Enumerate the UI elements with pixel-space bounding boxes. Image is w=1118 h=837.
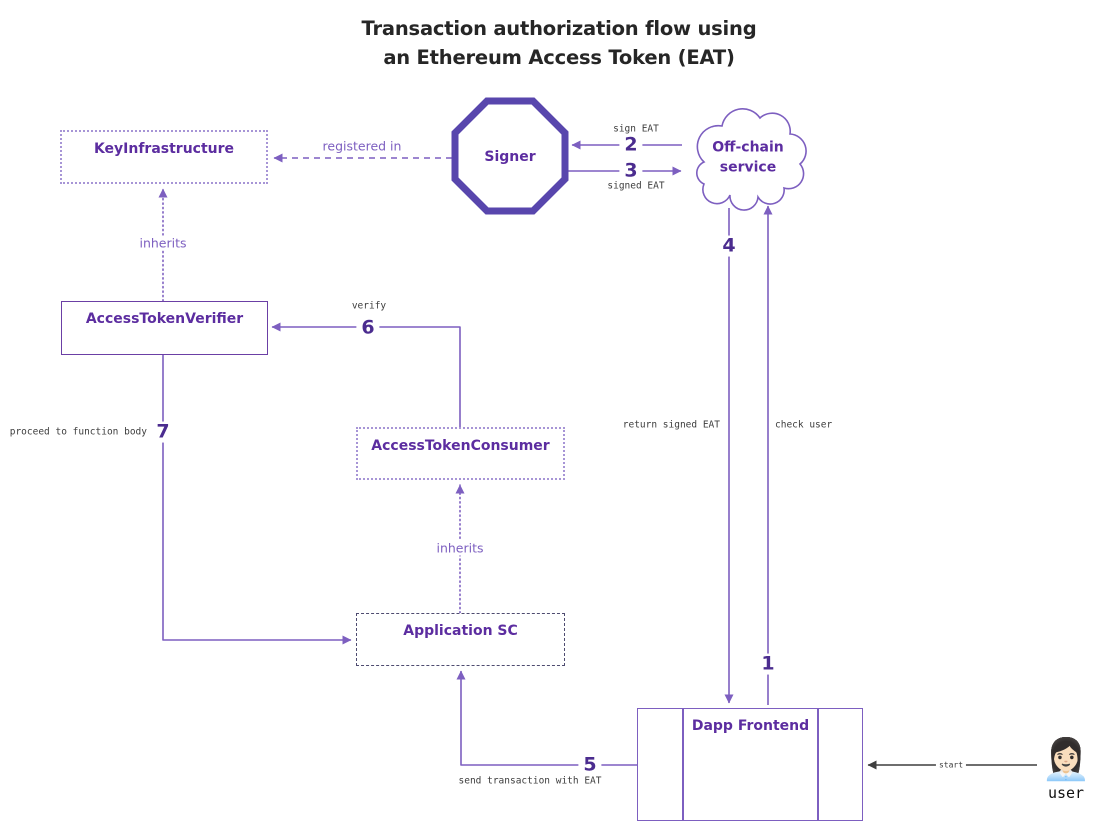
title-line-1: Transaction authorization flow using bbox=[361, 17, 757, 40]
step-1-number: 1 bbox=[756, 653, 780, 675]
step-5-number: 5 bbox=[578, 754, 602, 776]
offchain-service-label: Off-chain service bbox=[712, 138, 784, 179]
user-figure: 👩🏻‍💼 user bbox=[1037, 738, 1095, 802]
sign-eat-label: sign EAT bbox=[610, 123, 662, 135]
access-token-verifier-label: AccessTokenVerifier bbox=[85, 311, 244, 327]
node-key-infrastructure: KeyInfrastructure bbox=[60, 130, 268, 184]
inherits-application-label: inherits bbox=[432, 540, 488, 556]
cloud-shape bbox=[696, 108, 807, 211]
edge-verify-line bbox=[271, 322, 461, 427]
node-access-token-consumer: AccessTokenConsumer bbox=[356, 427, 565, 480]
edge-send-transaction-line bbox=[456, 670, 637, 766]
verify-label: verify bbox=[348, 300, 390, 312]
key-infrastructure-label: KeyInfrastructure bbox=[93, 141, 235, 157]
step-3-number: 3 bbox=[619, 160, 643, 182]
step-7-number: 7 bbox=[151, 421, 175, 443]
step-6-number: 6 bbox=[356, 317, 380, 339]
registered-in-label: registered in bbox=[318, 138, 406, 154]
signed-eat-label: signed EAT bbox=[604, 180, 668, 192]
edge-proceed-line bbox=[162, 355, 352, 645]
offchain-service-label-line1: Off-chain bbox=[712, 139, 784, 156]
application-sc-label: Application SC bbox=[403, 623, 518, 639]
send-transaction-label: send transaction with EAT bbox=[455, 775, 605, 787]
dapp-frontend-left-divider bbox=[682, 709, 684, 820]
start-label: start bbox=[935, 760, 967, 770]
access-token-consumer-label: AccessTokenConsumer bbox=[371, 438, 550, 454]
proceed-label: proceed to function body bbox=[6, 426, 150, 438]
signer-label: Signer bbox=[484, 148, 536, 165]
node-access-token-verifier: AccessTokenVerifier bbox=[61, 301, 268, 355]
signer-octagon-shape bbox=[451, 97, 569, 215]
node-dapp-frontend: Dapp Frontend bbox=[637, 708, 863, 821]
check-user-label: check user bbox=[772, 419, 836, 431]
offchain-service-label-line2: service bbox=[719, 160, 777, 176]
node-application-sc: Application SC bbox=[356, 613, 565, 666]
user-emoji-icon: 👩🏻‍💼 bbox=[1041, 737, 1091, 783]
step-4-number: 4 bbox=[717, 235, 741, 257]
step-2-number: 2 bbox=[619, 134, 643, 156]
diagram-title: Transaction authorization flow using an … bbox=[0, 14, 1118, 72]
dapp-frontend-right-divider bbox=[817, 709, 819, 820]
return-signed-eat-label: return signed EAT bbox=[619, 419, 723, 431]
title-line-2: an Ethereum Access Token (EAT) bbox=[383, 46, 735, 69]
inherits-verifier-label: inherits bbox=[135, 235, 191, 251]
dapp-frontend-label: Dapp Frontend bbox=[691, 718, 810, 734]
user-label: user bbox=[1047, 784, 1085, 802]
